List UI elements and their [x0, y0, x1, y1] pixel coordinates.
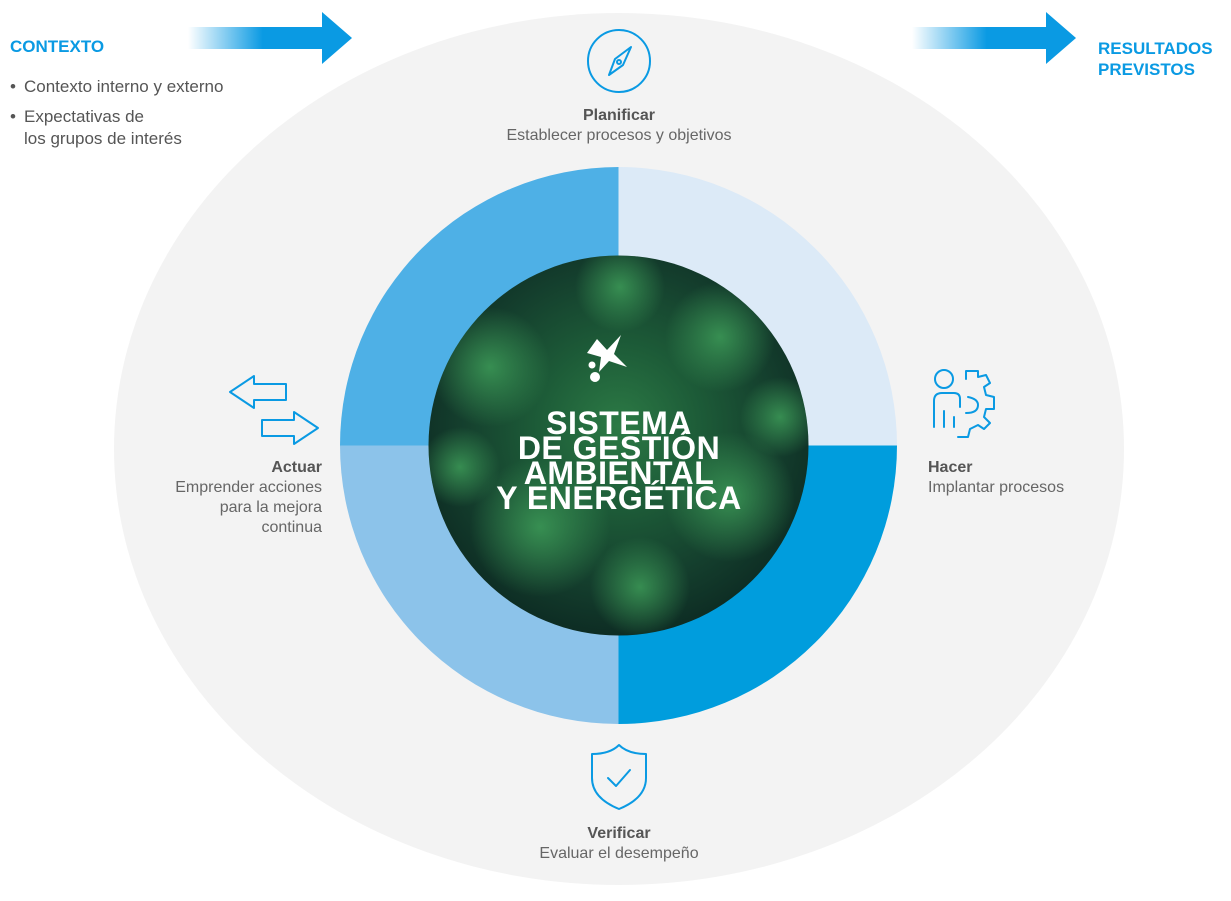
bidirectional-arrows-icon — [229, 375, 319, 445]
input-arrow-icon — [188, 12, 352, 64]
step-description: Evaluar el desempeño — [539, 845, 699, 862]
step-description: Establecer procesos y objetivos — [506, 127, 732, 144]
step-actuar: Actuar Emprender acciones para la mejora… — [120, 458, 322, 538]
results-title: RESULTADOS PREVISTOS — [1098, 39, 1213, 79]
pdca-ring — [340, 167, 897, 724]
step-hacer: Hacer Implantar procesos — [928, 458, 1064, 498]
step-description: continua — [261, 519, 323, 536]
compass-icon — [587, 29, 651, 93]
context-item: •Expectativas de los grupos de interés — [10, 107, 182, 148]
step-description: Emprender acciones — [175, 479, 322, 496]
person-gear-icon — [933, 369, 995, 438]
shield-check-icon — [591, 744, 647, 810]
context-list: •Contexto interno y externo •Expectativa… — [10, 76, 223, 158]
step-title: Planificar — [582, 107, 656, 124]
context-item: •Contexto interno y externo — [10, 77, 224, 96]
context-title: CONTEXTO — [10, 37, 105, 56]
star-logo — [587, 335, 627, 382]
output-arrow-icon — [912, 12, 1076, 64]
step-description: para la mejora — [219, 499, 322, 516]
step-description: Implantar procesos — [928, 479, 1065, 496]
center-title: SISTEMA DE GESTIÓN AMBIENTAL Y ENERGÉTIC… — [496, 405, 742, 516]
step-title: Verificar — [587, 825, 651, 842]
step-planificar: Planificar Establecer procesos y objetiv… — [469, 106, 769, 146]
step-title: Hacer — [928, 459, 973, 476]
step-title: Actuar — [271, 459, 322, 476]
forest-texture — [428, 255, 809, 636]
step-verificar: Verificar Evaluar el desempeño — [469, 824, 769, 864]
